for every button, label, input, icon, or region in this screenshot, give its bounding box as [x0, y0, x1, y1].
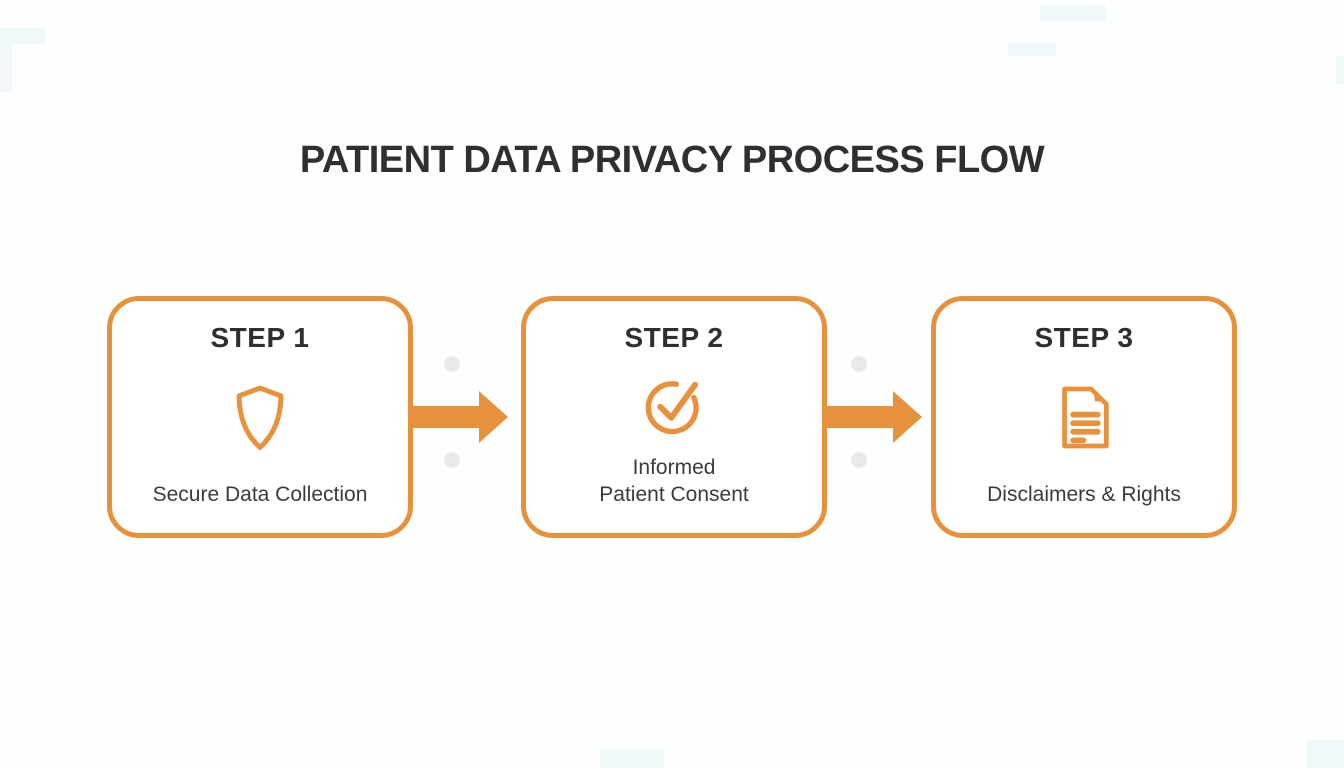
- step-2-heading: STEP 2: [624, 322, 724, 353]
- step-2-label: Informed Patient Consent: [599, 456, 749, 506]
- step-box-3: STEP 3 Disclaimers & Rights: [931, 296, 1237, 538]
- arrow-right-icon: [413, 391, 508, 443]
- page-title: PATIENT DATA PRIVACY PROCESS FLOW: [299, 139, 1045, 181]
- arrow-right-icon: [827, 391, 922, 443]
- step-box-1: STEP 1 Secure Data Collection: [107, 296, 413, 538]
- step-3-label: Disclaimers & Rights: [987, 483, 1181, 506]
- ring-decoration: [851, 452, 867, 468]
- background-artifact: [1306, 740, 1344, 768]
- step-1-label: Secure Data Collection: [152, 483, 368, 506]
- document-icon: [1061, 386, 1109, 449]
- background-artifact: [1040, 6, 1106, 22]
- ring-decoration: [444, 356, 460, 372]
- shield-icon: [236, 385, 284, 450]
- background-artifact: [1008, 42, 1056, 56]
- background-artifact: [1336, 56, 1344, 84]
- step-3-heading: STEP 3: [1034, 322, 1134, 353]
- ring-decoration: [444, 452, 460, 468]
- background-artifact: [0, 28, 46, 44]
- step-box-2: STEP 2 Informed Patient Consent: [521, 296, 827, 538]
- ring-decoration: [851, 356, 867, 372]
- step-1-heading: STEP 1: [210, 322, 310, 353]
- check-circle-icon: [645, 381, 699, 435]
- background-artifact: [0, 42, 12, 92]
- background-artifact: [600, 750, 664, 768]
